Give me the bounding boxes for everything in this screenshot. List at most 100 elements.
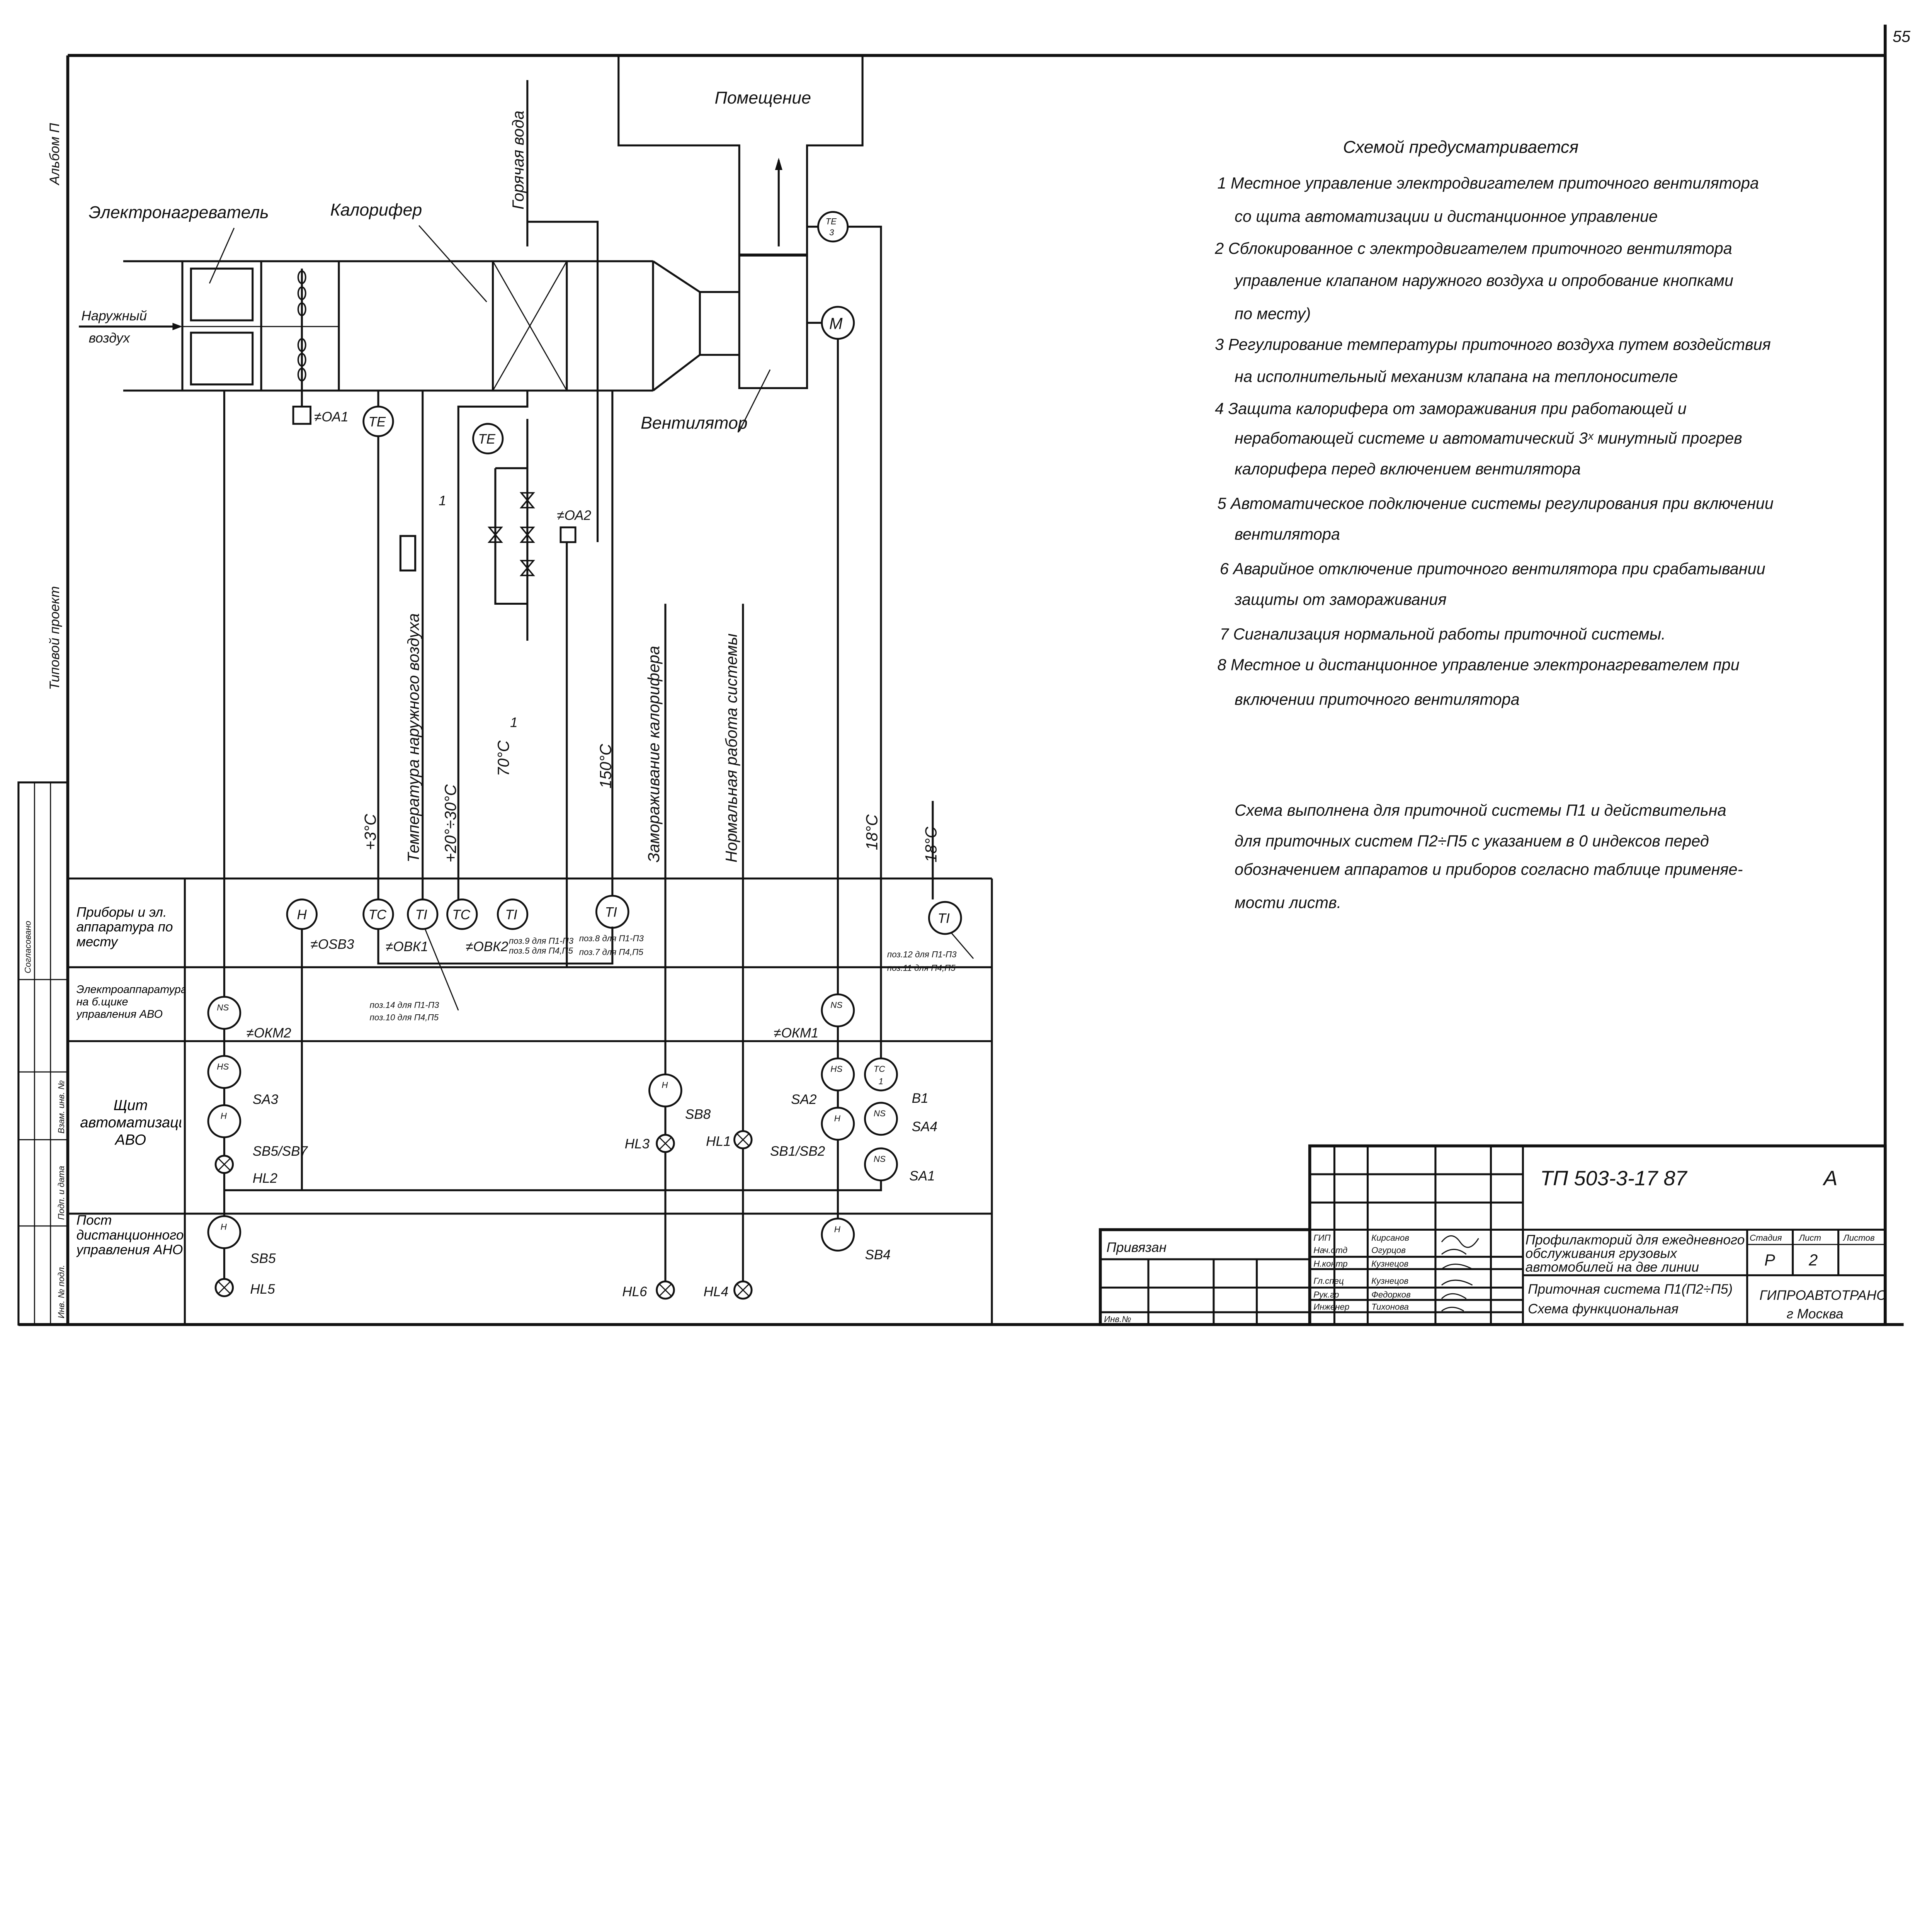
name: Федорков	[1371, 1290, 1411, 1299]
device-tag: ≠ОSВ3	[311, 937, 354, 952]
line-ref: 1	[439, 493, 446, 508]
hot-water-label: Горячая вода	[509, 111, 527, 209]
signal-label: Температура наружного воздуха	[404, 613, 422, 862]
fan-label: Вентилятор	[641, 414, 747, 433]
device-tag: HL1	[706, 1134, 731, 1149]
role: Нач.отд	[1313, 1245, 1347, 1255]
device-label: TI	[938, 911, 950, 926]
device-label: HS	[217, 1062, 229, 1071]
row-label: Щит автоматизации АВО	[80, 1097, 181, 1148]
row-label: Электроаппаратура на б.щике управления А…	[76, 983, 185, 1020]
device-tag: HL2	[253, 1171, 277, 1186]
device-label: H	[662, 1080, 668, 1090]
outside-air-label: Наружный	[81, 308, 147, 323]
signal-label: 18°C	[862, 814, 881, 850]
device-tag: SB1/SB2	[770, 1144, 825, 1159]
sheet-title: Приточная система П1(П2÷П5)	[1528, 1282, 1733, 1297]
sheet-value: 2	[1808, 1251, 1818, 1269]
note-line: неработающей системе и автоматический 3ˣ…	[1235, 429, 1742, 447]
signal-label: 70°C	[494, 740, 512, 776]
calorifer-label: Калорифер	[330, 201, 422, 219]
name: Огурцов	[1371, 1245, 1406, 1255]
valve-tag: ≠ОА2	[557, 508, 591, 523]
name: Тихонова	[1371, 1302, 1409, 1312]
signal-label: +3°C	[361, 813, 379, 850]
organization: ГИПРОАВТОТРАНС	[1760, 1288, 1887, 1303]
album-label: Альбом П	[47, 123, 62, 186]
row-label: Пост дистанционного управления АНО	[76, 1213, 184, 1258]
te3-label: TE	[825, 216, 837, 226]
signal-label: +20°÷30°C	[441, 784, 459, 862]
device-tag: HL3	[625, 1136, 650, 1151]
role: Н.контр	[1313, 1259, 1347, 1269]
temperature-element-icon	[472, 423, 504, 454]
air-handling-unit	[79, 260, 740, 407]
device-label: TI	[605, 905, 617, 920]
outside-air-label-2: воздух	[89, 330, 131, 345]
control-valve-icons	[487, 492, 535, 577]
stamp-cell: Взам. инв. №	[56, 1080, 66, 1134]
note: поз.11 для П4,П5	[887, 963, 956, 973]
role: Рук.гр	[1313, 1290, 1339, 1299]
device-tag: ≠ОКМ1	[774, 1026, 819, 1041]
signatories: ГИП Нач.отд Н.контр Гл.спец Рук.гр Инжен…	[1313, 1233, 1479, 1312]
note-line: управление клапаном наружного воздуха и …	[1233, 271, 1733, 289]
notes-list: 1 Местное управление электродвигателем п…	[1214, 174, 1774, 708]
bound-label: Привязан	[1107, 1240, 1167, 1255]
device-tag: SA4	[912, 1119, 937, 1134]
te-label: TE	[478, 432, 495, 447]
signal-label: Нормальная работа системы	[722, 633, 740, 862]
role: Инженер	[1313, 1302, 1349, 1312]
drawing-code: ТП 503-3-17 87	[1540, 1167, 1688, 1190]
note-line: 1 Местное управление электродвигателем п…	[1218, 174, 1759, 192]
notes-heading: Схемой предусматривается	[1343, 138, 1578, 156]
note-line: для приточных систем П2÷П5 с указанием в…	[1235, 832, 1709, 850]
note-line: защиты от замораживания	[1234, 590, 1446, 609]
note: поз.10 для П4,П5	[370, 1012, 439, 1022]
device-tag: HL6	[622, 1284, 647, 1299]
device-label: H	[834, 1225, 841, 1234]
device-tag: SB4	[865, 1247, 891, 1262]
device-tag: ≠ОКМ2	[247, 1026, 291, 1041]
te-label: TE	[368, 414, 386, 429]
sheet-label: Лист	[1798, 1233, 1821, 1243]
device-label: H	[221, 1222, 227, 1231]
note-line: калорифера перед включением вентилятора	[1235, 460, 1581, 478]
device-label: H	[221, 1111, 227, 1121]
note-line: вентилятора	[1235, 525, 1340, 543]
note-line: на исполнительный механизм клапана на те…	[1235, 367, 1678, 386]
device-tag: SA3	[253, 1092, 279, 1107]
te3-sub: 3	[829, 228, 834, 237]
stamp-cell: Инв. № подл.	[56, 1265, 66, 1318]
device-label: TC	[452, 907, 470, 922]
device-tag: SA1	[909, 1168, 935, 1184]
device-label: HS	[830, 1064, 842, 1074]
organization-city: г Москва	[1787, 1306, 1844, 1321]
approval-stamp-strip: Согласовано Инв. № подл. Подп. и дата Вз…	[17, 781, 69, 1326]
note-line: Схема выполнена для приточной системы П1…	[1235, 801, 1726, 819]
device-tag: ≠ОВК2	[466, 939, 508, 954]
damper-tag: ≠ОА1	[314, 410, 349, 425]
device-label: TI	[415, 907, 427, 922]
room-label: Помещение	[714, 88, 811, 107]
role: Гл.спец	[1313, 1276, 1344, 1286]
note-line: 2 Сблокированное с электродвигателем при…	[1214, 239, 1732, 257]
title-block	[1099, 1144, 1887, 1326]
note: поз.14 для П1-П3	[370, 1000, 439, 1010]
functional-scheme-drawing: 55 Альбом П Типовой проект Согласовано И…	[17, 24, 1911, 1326]
album-letter: А	[1822, 1167, 1837, 1190]
sheet-title: Схема функциональная	[1528, 1301, 1679, 1316]
damper-actuator-icon	[292, 405, 311, 425]
device-label: H	[297, 907, 307, 922]
note-line: 5 Автоматическое подключение системы рег…	[1218, 494, 1774, 512]
device-label: NS	[830, 1000, 842, 1010]
device-tag: SA2	[791, 1092, 816, 1107]
inv-label: Инв.№	[1104, 1315, 1131, 1324]
electroheater-label: Электронагреватель	[89, 203, 269, 222]
note-line: 4 Защита калорифера от замораживания при…	[1215, 399, 1687, 417]
device-label: TI	[505, 907, 517, 922]
stage-label: Стадия	[1750, 1233, 1782, 1243]
note: поз.9 для П1-П3	[509, 936, 574, 946]
project-title: обслуживания грузовых	[1526, 1246, 1678, 1261]
room	[617, 55, 864, 389]
